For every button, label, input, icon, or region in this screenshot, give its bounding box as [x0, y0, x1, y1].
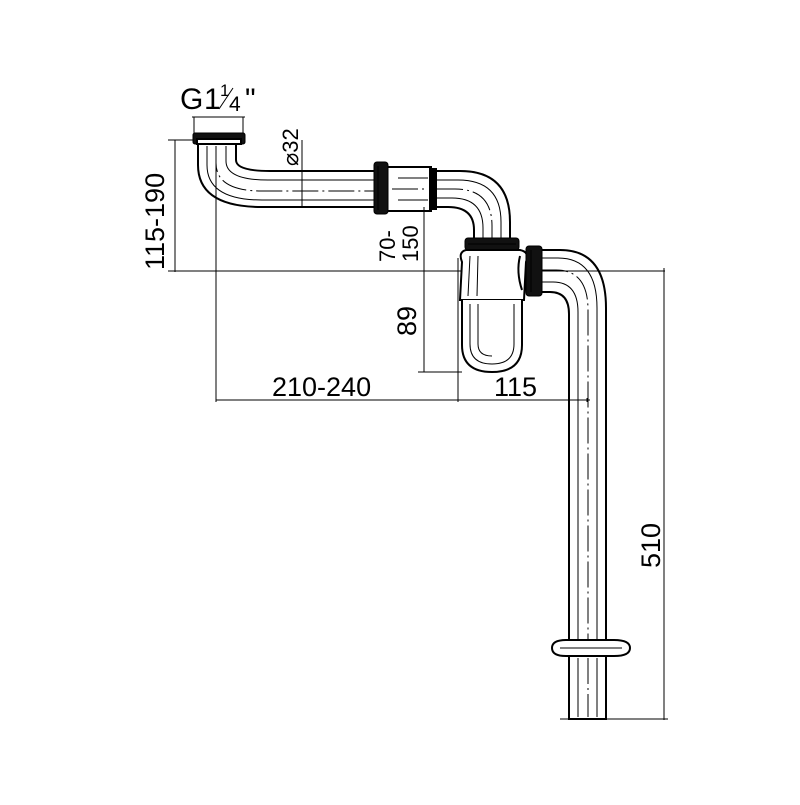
lower-pipe-stub: [568, 656, 607, 720]
dim-total-height: 510: [636, 523, 666, 568]
trap-inlet-elbow: [437, 170, 511, 240]
coupling-nut: [373, 161, 389, 215]
dim-horizontal-trap: 115: [494, 372, 537, 402]
dim-adjust-top: 70-: [375, 230, 400, 262]
slip-joint: [388, 166, 437, 212]
dim-inlet-height: 115-190: [140, 173, 170, 270]
dim-adjust-bottom: 150: [398, 225, 423, 262]
dim-horizontal-main: 210-240: [272, 372, 371, 402]
thread-letter: G: [180, 83, 203, 116]
dimension-lines: [168, 116, 668, 720]
thread-denominator: 4: [229, 93, 241, 116]
dim-trap-depth: 89: [392, 306, 422, 336]
bottle-trap-body: [458, 249, 529, 374]
trap-top-nut: [464, 237, 520, 251]
inlet-elbow-pipe: [197, 143, 380, 208]
outlet-downpipe: [542, 249, 607, 650]
trap-side-outlet: [517, 245, 543, 297]
thread-whole: 1: [204, 83, 221, 116]
thread-size-label: G 1 1 4 ": [180, 81, 256, 116]
inlet-flange: [192, 132, 246, 145]
thread-numerator: 1: [220, 81, 229, 100]
floor-rosette: [550, 639, 632, 657]
diameter-label: ⌀32: [278, 128, 303, 166]
thread-inch-mark: ": [245, 83, 256, 116]
